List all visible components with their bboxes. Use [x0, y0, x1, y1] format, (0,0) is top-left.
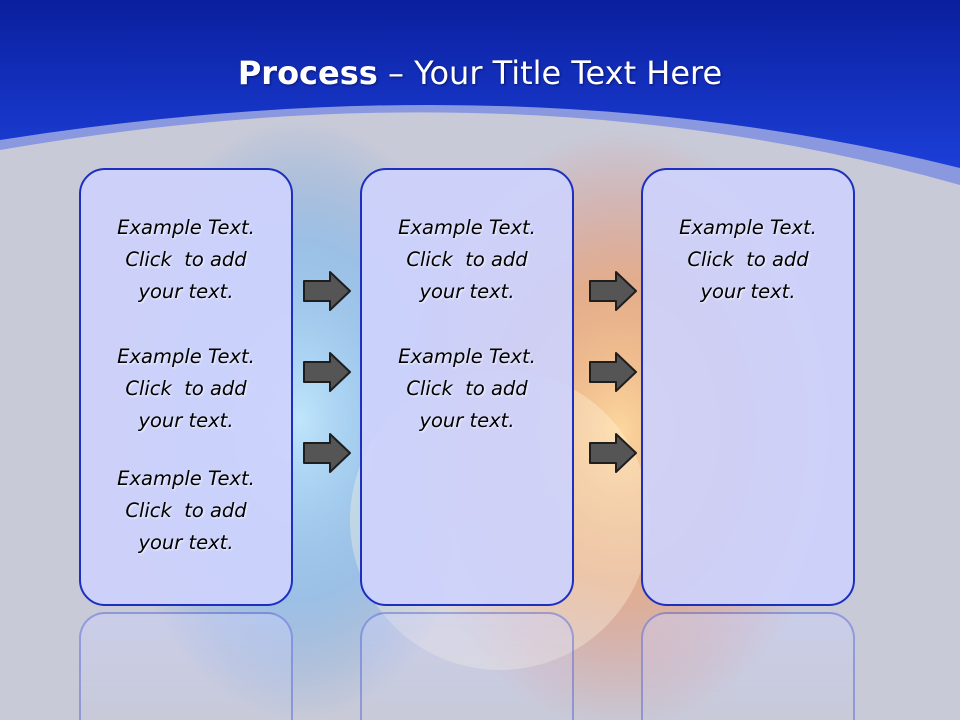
- text-block[interactable]: Example Text. Click to add your text.: [81, 341, 291, 437]
- text-line: Click to add: [406, 377, 528, 400]
- text-block[interactable]: Example Text. Click to add your text.: [362, 212, 572, 308]
- right-arrow-icon[interactable]: [588, 432, 638, 474]
- text-line: your text.: [419, 409, 515, 432]
- text-line: Example Text.: [679, 216, 817, 239]
- right-arrow-icon[interactable]: [302, 351, 352, 393]
- right-arrow-icon[interactable]: [302, 432, 352, 474]
- slide-title[interactable]: Process – Your Title Text Here: [0, 54, 960, 92]
- text-line: Click to add: [125, 248, 247, 271]
- text-line: Example Text.: [117, 467, 255, 490]
- text-line: Example Text.: [398, 345, 536, 368]
- text-block[interactable]: Example Text. Click to add your text.: [643, 212, 853, 308]
- text-line: Click to add: [687, 248, 809, 271]
- text-line: your text.: [138, 531, 234, 554]
- text-line: your text.: [700, 280, 796, 303]
- text-line: Example Text.: [117, 345, 255, 368]
- text-block[interactable]: Example Text. Click to add your text.: [81, 463, 291, 559]
- box-reflection: [641, 612, 855, 720]
- right-arrow-icon[interactable]: [588, 270, 638, 312]
- text-line: Click to add: [125, 377, 247, 400]
- text-line: Example Text.: [117, 216, 255, 239]
- title-rest-text: – Your Title Text Here: [377, 54, 723, 92]
- process-box-2[interactable]: Example Text. Click to add your text. Ex…: [360, 168, 574, 606]
- box-reflection: [79, 612, 293, 720]
- text-line: Click to add: [406, 248, 528, 271]
- text-line: Click to add: [125, 499, 247, 522]
- text-line: your text.: [138, 280, 234, 303]
- text-block[interactable]: Example Text. Click to add your text.: [362, 341, 572, 437]
- process-box-1[interactable]: Example Text. Click to add your text. Ex…: [79, 168, 293, 606]
- text-line: your text.: [138, 409, 234, 432]
- text-block[interactable]: Example Text. Click to add your text.: [81, 212, 291, 308]
- process-box-3[interactable]: Example Text. Click to add your text.: [641, 168, 855, 606]
- right-arrow-icon[interactable]: [588, 351, 638, 393]
- text-line: your text.: [419, 280, 515, 303]
- box-reflection: [360, 612, 574, 720]
- right-arrow-icon[interactable]: [302, 270, 352, 312]
- title-bold-text: Process: [237, 54, 378, 92]
- text-line: Example Text.: [398, 216, 536, 239]
